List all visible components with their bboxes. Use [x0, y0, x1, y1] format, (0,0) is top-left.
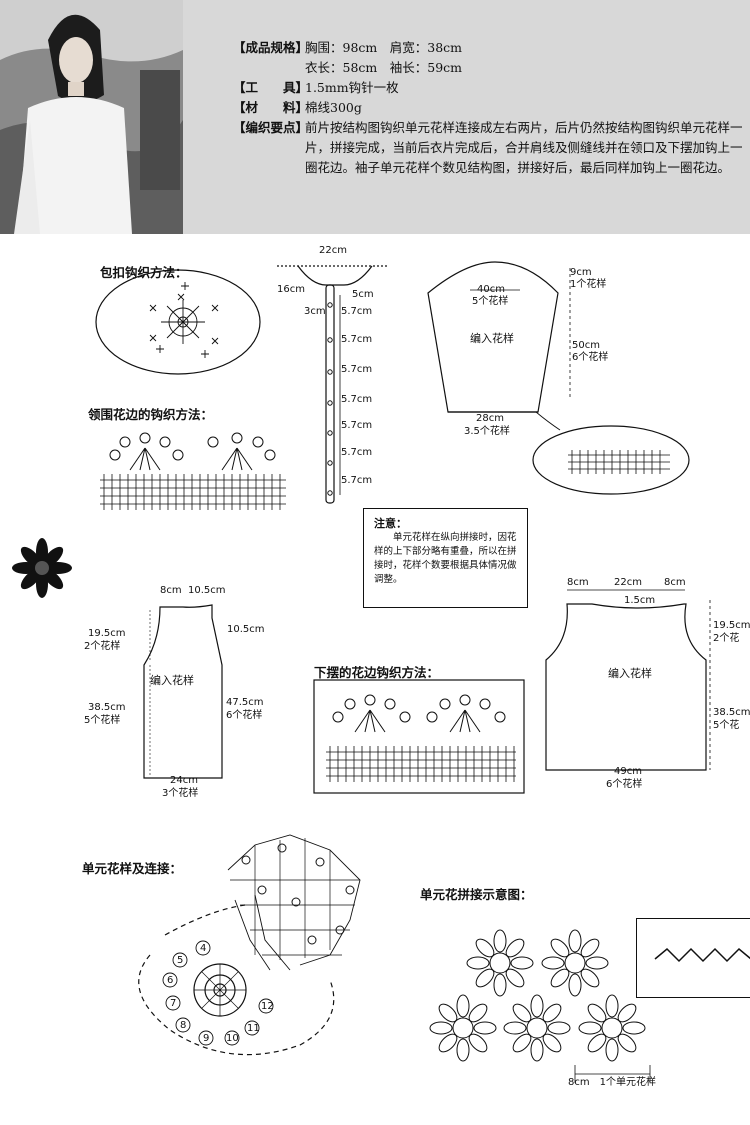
back-right-2: 38.5cm	[713, 707, 750, 718]
front-bottom: 24cm	[170, 775, 198, 786]
front-center-label: 编入花样	[150, 674, 194, 687]
sleeve-hem-grid	[568, 450, 670, 474]
flower-ornament	[12, 538, 72, 598]
placket-step-3: 5.7cm	[341, 364, 373, 375]
tool-label: 【工 具】	[233, 80, 309, 95]
collar-section-title: 领围花边的钩织方法：	[88, 407, 214, 422]
sleeve-outline	[427, 261, 571, 413]
sleeve-length-count: 6个花样	[572, 352, 609, 363]
back-right-1-count: 2个花	[713, 633, 740, 644]
model-photo	[0, 0, 183, 234]
hem-section-title: 下摆的花边钩织方法：	[314, 665, 440, 680]
sleeve-cap-height: 9cm	[570, 267, 592, 278]
front-left-1: 19.5cm	[88, 628, 126, 639]
zigzag-line	[654, 947, 750, 963]
placket-step-2: 5.7cm	[341, 334, 373, 345]
placket-first: 5cm	[352, 289, 374, 300]
zigzag-inset	[636, 918, 750, 998]
back-piece-outline	[545, 589, 711, 771]
size-label: 【成品规格】	[233, 40, 309, 55]
spec-block: 【成品规格】胸围：98cm 肩宽：38cm 衣长：58cm 袖长：59cm 【工…	[233, 38, 748, 178]
motif-number: 7	[170, 998, 177, 1009]
back-top-1: 8cm	[567, 577, 589, 588]
placket-step-1: 5.7cm	[341, 306, 373, 317]
motif-diagram	[138, 834, 361, 1056]
motif-section-title: 单元花样及连接：	[82, 861, 183, 876]
sleeve-bottom-width: 28cm	[476, 413, 504, 424]
join-section-title: 单元花拼接示意图：	[420, 887, 533, 902]
placket-step-5: 5.7cm	[341, 420, 373, 431]
back-neck: 1.5cm	[624, 595, 656, 606]
motif-number: 8	[180, 1020, 187, 1031]
sleeve-center-label: 编入花样	[470, 332, 514, 345]
note-body: 单元花样在纵向拼接时，因花样的上下部分略有重叠，所以在拼接时，花样个数要根据具体…	[374, 532, 517, 585]
hem-edging-box	[313, 679, 525, 794]
back-center-label: 编入花样	[608, 667, 652, 680]
placket-drawing	[277, 265, 389, 504]
key-label: 【编织要点】	[233, 120, 309, 135]
placket-left-2: 3cm	[304, 306, 326, 317]
collar-edging-chart	[100, 432, 286, 510]
front-right-1: 10.5cm	[227, 624, 265, 635]
placket-step-7: 5.7cm	[341, 475, 373, 486]
back-top-2: 22cm	[614, 577, 642, 588]
front-right-2: 47.5cm	[226, 697, 264, 708]
front-left-2: 38.5cm	[88, 702, 126, 713]
front-left-1-count: 2个花样	[84, 641, 121, 652]
note-box: 注意： 单元花样在纵向拼接时，因花样的上下部分略有重叠，所以在拼接时，花样个数要…	[363, 508, 528, 608]
front-left-2-count: 5个花样	[84, 715, 121, 726]
placket-left: 16cm	[277, 284, 305, 295]
placket-step-4: 5.7cm	[341, 394, 373, 405]
front-piece-outline	[143, 604, 223, 779]
header-band: 【成品规格】胸围：98cm 肩宽：38cm 衣长：58cm 袖长：59cm 【工…	[0, 0, 750, 234]
placket-step-6: 5.7cm	[341, 447, 373, 458]
hem-edging-chart	[326, 694, 516, 782]
material-value: 棉线300g	[305, 100, 362, 115]
tool-value: 1.5mm钩针一枚	[305, 80, 399, 95]
model-photo-illustration	[0, 0, 183, 234]
sleeve-bottom-count: 3.5个花样	[464, 426, 510, 437]
note-title: 注意：	[374, 517, 407, 530]
motif-number: 11	[247, 1023, 260, 1034]
button-chart-oval	[95, 269, 261, 375]
back-bottom-count: 6个花样	[606, 779, 643, 790]
join-diagram	[429, 929, 651, 1083]
motif-number: 12	[261, 1001, 274, 1012]
back-top-3: 8cm	[664, 577, 686, 588]
button-chart-symbols	[149, 282, 219, 358]
material-label: 【材 料】	[233, 100, 309, 115]
placket-top: 22cm	[319, 245, 347, 256]
join-caption: 8cm 1个单元花样	[568, 1077, 656, 1088]
motif-number: 9	[203, 1033, 210, 1044]
sleeve-hem-oval	[532, 425, 690, 495]
sleeve-top-width: 40cm	[477, 284, 505, 295]
button-section-title: 包扣钩织方法：	[100, 265, 188, 280]
motif-number: 5	[177, 955, 184, 966]
sleeve-cap-count: 1个花样	[570, 279, 607, 290]
front-top-1: 8cm	[160, 585, 182, 596]
motif-number: 10	[226, 1033, 239, 1044]
front-right-2-count: 6个花样	[226, 710, 263, 721]
front-bottom-count: 3个花样	[162, 788, 199, 799]
back-bottom: 49cm	[614, 766, 642, 777]
key-value: 前片按结构图钩织单元花样连接成左右两片，后片仍然按结构图钩织单元花样一片，拼接完…	[305, 120, 743, 175]
back-right-1: 19.5cm	[713, 620, 750, 631]
motif-number: 4	[200, 943, 207, 954]
size-line-2: 衣长：58cm 袖长：59cm	[305, 60, 463, 75]
sleeve-top-count: 5个花样	[472, 296, 509, 307]
motif-number: 6	[167, 975, 174, 986]
back-right-2-count: 5个花	[713, 720, 740, 731]
front-top-2: 10.5cm	[188, 585, 226, 596]
size-line-1: 胸围：98cm 肩宽：38cm	[305, 40, 463, 55]
sleeve-length: 50cm	[572, 340, 600, 351]
